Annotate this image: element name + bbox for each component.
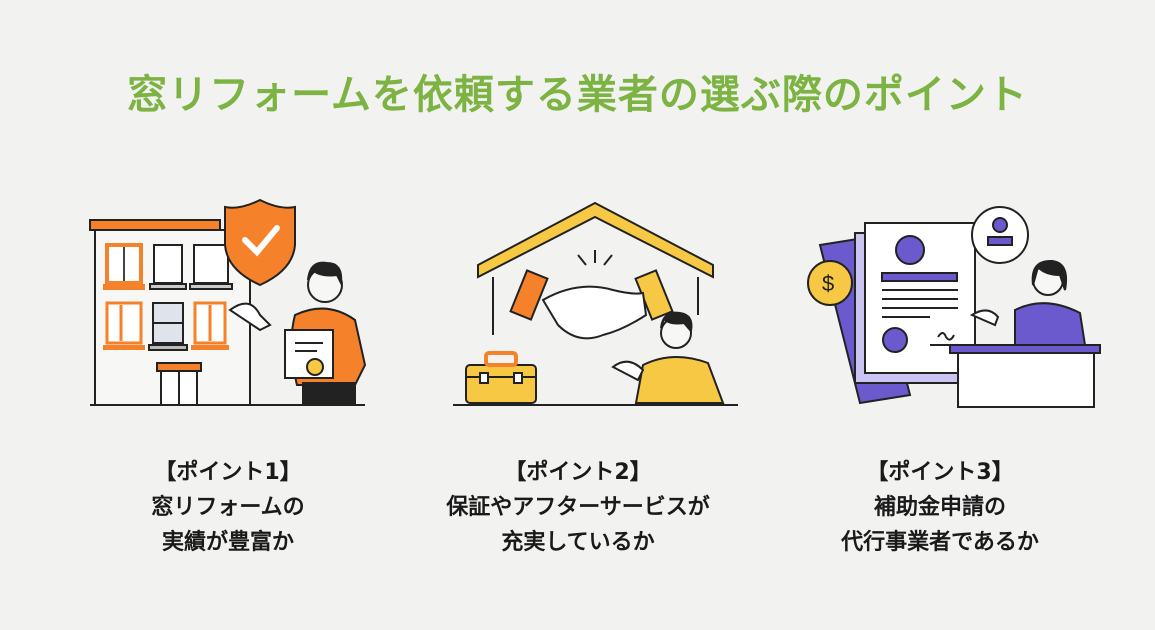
point-3-label: 【ポイント3】 <box>866 460 1014 485</box>
point-2-label: 【ポイント2】 <box>504 460 652 485</box>
point-2-caption: 【ポイント2】 保証やアフターサービスが 充実しているか <box>398 455 758 560</box>
svg-text:$: $ <box>822 271 834 296</box>
point-1-caption: 【ポイント1】 窓リフォームの 実績が豊富か <box>48 455 408 560</box>
documents-coin-stamp-woman-icon: $ <box>807 206 1101 408</box>
point-1-illustration <box>45 195 405 415</box>
point-3-caption: 【ポイント3】 補助金申請の 代行事業者であるか <box>760 455 1120 560</box>
point-2-line-2: 充実しているか <box>501 530 655 555</box>
point-3-illustration: $ <box>770 195 1130 415</box>
page-title: 窓リフォームを依頼する業者の選ぶ際のポイント <box>127 72 1028 118</box>
point-1-line-2: 実績が豊富か <box>161 530 294 555</box>
point-3-line-2: 代行事業者であるか <box>841 530 1039 555</box>
point-1-line-1: 窓リフォームの <box>151 495 305 520</box>
point-1-label: 【ポイント1】 <box>154 460 302 485</box>
point-2-illustration <box>398 195 758 415</box>
building-shield-certificate-icon <box>89 198 367 406</box>
point-2-line-1: 保証やアフターサービスが <box>446 495 710 520</box>
handshake-roof-toolbox-icon <box>453 201 738 406</box>
point-3-line-1: 補助金申請の <box>873 495 1006 520</box>
